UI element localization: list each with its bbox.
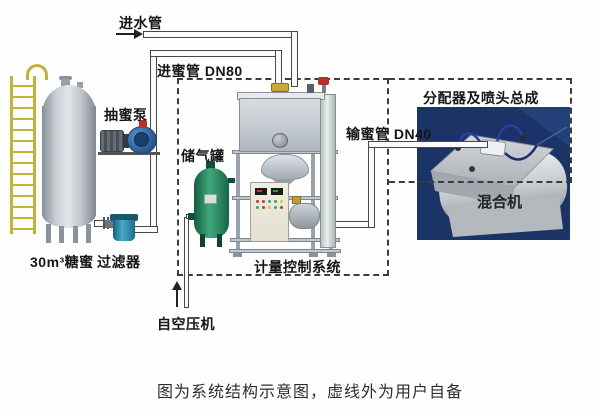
pump-front-disc xyxy=(134,132,149,147)
molasses-tank-body xyxy=(42,106,96,216)
tank-leg-2 xyxy=(59,226,64,243)
air-tank-leg-1 xyxy=(200,234,205,247)
air-receiver-label: 储气罐 xyxy=(181,148,225,164)
frame-post-left xyxy=(236,150,240,253)
frame-post-mid xyxy=(311,150,315,253)
pump-base xyxy=(98,152,160,155)
tank-leg-4 xyxy=(86,224,91,243)
frame-foot-right xyxy=(327,253,336,257)
frame-foot-left xyxy=(233,253,242,257)
air-flow-arrow-head xyxy=(172,281,182,290)
delivery-pipe-vertical xyxy=(368,141,375,228)
air-flow-arrow-line xyxy=(176,288,178,307)
molasses-storage-tank-label: 30m³糖蜜 xyxy=(30,254,94,270)
distributor-assembly-label: 分配器及喷头总成 xyxy=(423,90,539,106)
weigh-chute xyxy=(320,94,336,248)
air-tank-right-nozzle xyxy=(228,178,235,183)
pump-motor xyxy=(100,130,124,152)
air-tank-left-nozzle xyxy=(188,213,195,220)
ladder-top-hoop xyxy=(26,64,48,80)
molasses-pump-label: 抽蜜泵 xyxy=(104,107,148,123)
delivery-pipe-horizontal-top xyxy=(368,141,488,148)
weigh-hopper-dome xyxy=(261,154,309,180)
hose-wire xyxy=(536,126,568,146)
red-valve-handle xyxy=(318,77,329,85)
inlet-fitting-yellow xyxy=(271,83,289,92)
tank-leg-1 xyxy=(46,224,51,243)
delivery-pipe-label: 输蜜管 DN40 xyxy=(346,126,432,142)
top-stub-fitting xyxy=(307,84,314,93)
water-pipe-vertical xyxy=(291,31,298,87)
air-compressor-label: 自空压机 xyxy=(157,316,215,332)
tank-side-nozzle xyxy=(77,82,83,88)
mixer-photo: 混合机 xyxy=(417,107,570,240)
filter-top-flange xyxy=(110,214,138,221)
hose-nut-top xyxy=(520,135,526,141)
tank-vent-cap xyxy=(59,76,72,80)
deck-bolt xyxy=(469,166,475,172)
cabinet-display-left-digits xyxy=(257,190,262,192)
metering-tank-port xyxy=(272,133,288,148)
frame-rail-bottom xyxy=(229,249,341,253)
hose-top xyxy=(495,124,525,144)
molasses-inlet-pipe-label: 进蜜管 DN80 xyxy=(157,63,243,79)
metering-control-system-label: 计量控制系统 xyxy=(254,259,341,275)
cabinet-display-right-digits xyxy=(273,190,278,192)
pump-relief-valve xyxy=(139,120,147,128)
photo-light-streak xyxy=(517,107,570,147)
water-inlet-pipe-label: 进水管 xyxy=(119,15,163,31)
flange-ticks xyxy=(103,217,105,229)
molasses-inlet-pipe-horizontal xyxy=(150,50,282,57)
water-pipe-horizontal xyxy=(143,31,298,38)
ladder xyxy=(10,76,36,234)
filter-label: 过滤器 xyxy=(97,254,141,270)
air-tank-nameplate xyxy=(204,194,217,204)
air-pipe-vertical xyxy=(184,217,189,308)
tank-vent-nozzle xyxy=(61,79,70,88)
hose-right xyxy=(504,144,539,161)
water-flow-arrow-head xyxy=(134,29,143,39)
cabinet-button-row-2 xyxy=(256,206,259,209)
mixer-base xyxy=(447,197,563,237)
air-tank-top-nozzle xyxy=(206,161,215,170)
filter-body xyxy=(113,220,135,241)
buffer-vessel xyxy=(289,203,320,229)
mixer-front-face xyxy=(431,171,515,205)
cabinet-button-row-1 xyxy=(256,200,259,203)
filter-inlet-flange xyxy=(105,220,114,228)
mixer-label: 混合机 xyxy=(477,193,522,211)
valve-stem xyxy=(322,84,326,93)
pump-coupling xyxy=(123,134,129,148)
frame-foot-mid xyxy=(309,253,318,257)
molasses-tank-bottom xyxy=(42,210,96,228)
figure-caption: 图为系统结构示意图，虚线外为用户自备 xyxy=(156,382,463,401)
water-flow-arrow-line xyxy=(116,33,136,35)
filter-to-pump-pipe xyxy=(133,226,158,233)
tank-leg-3 xyxy=(73,226,78,243)
air-tank-leg-2 xyxy=(217,234,222,247)
